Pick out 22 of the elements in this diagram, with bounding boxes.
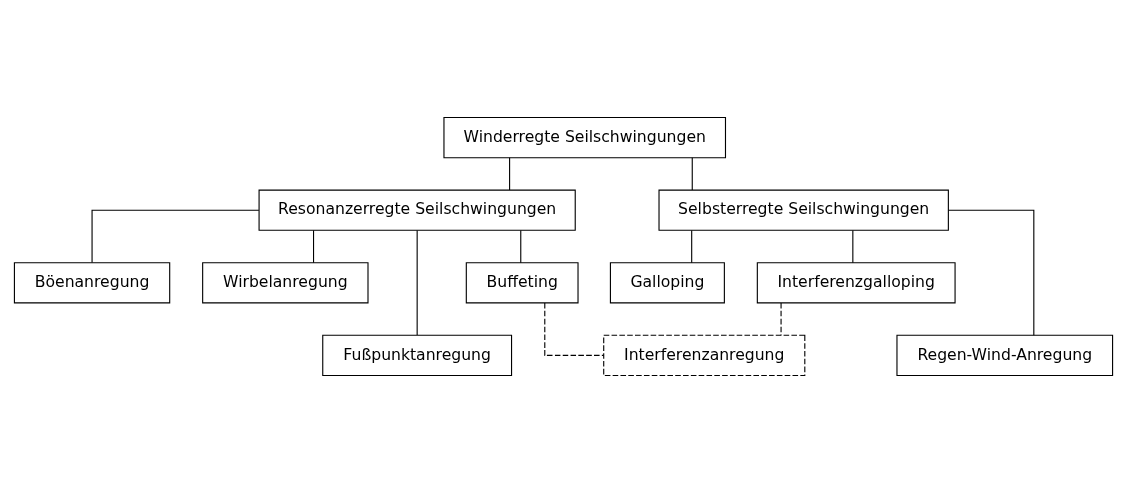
connector <box>544 302 605 356</box>
connector <box>416 229 418 335</box>
connector <box>520 229 522 263</box>
node-box: Buffeting <box>465 261 579 303</box>
connector <box>691 156 693 191</box>
node-box: Regen-Wind-Anregung <box>896 334 1114 376</box>
node-box: Fußpunktanregung <box>322 334 513 376</box>
node-box: Wirbelanregung <box>202 261 369 303</box>
connector <box>313 229 315 263</box>
connector <box>780 302 782 336</box>
node-box: Selbsterregte Seilschwingungen <box>658 189 949 231</box>
node-box: Interferenzgalloping <box>756 261 956 303</box>
connector <box>91 209 260 263</box>
connector <box>947 209 1035 336</box>
node-box: Galloping <box>609 261 725 303</box>
node-box: Winderregte Seilschwingungen <box>443 116 727 158</box>
connector <box>691 229 693 263</box>
node-box: Böenanregung <box>13 261 171 303</box>
node-box: Resonanzerregte Seilschwingungen <box>258 189 576 231</box>
connector <box>852 229 854 263</box>
node-box: Interferenzanregung <box>603 334 806 376</box>
connector <box>509 156 511 191</box>
